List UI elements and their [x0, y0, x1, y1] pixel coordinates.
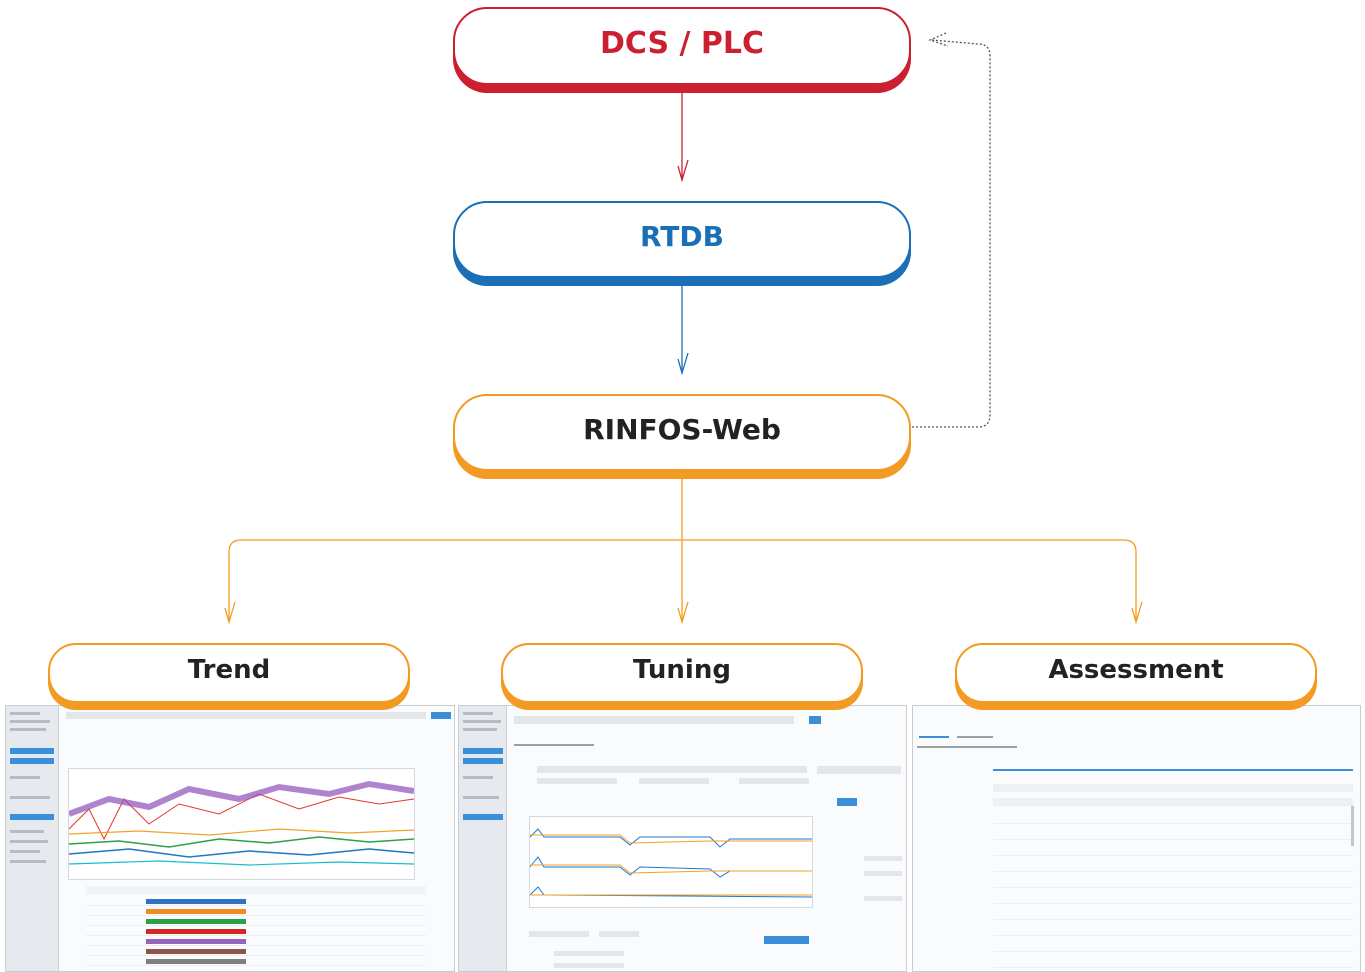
- assessment-node: Assessment: [955, 643, 1317, 703]
- rtdb-to-rinfos-arrow: [677, 352, 689, 376]
- tuning-sidebar: [459, 706, 507, 971]
- tuning-arrow: [677, 601, 689, 625]
- assessment-label: Assessment: [1048, 655, 1224, 685]
- trend-chart: [67, 768, 415, 880]
- tuning-label: Tuning: [633, 655, 731, 685]
- rtdb-label: RTDB: [640, 220, 724, 253]
- trend-arrow: [224, 601, 236, 625]
- rtdb-node: RTDB: [453, 201, 911, 278]
- trend-label: Trend: [187, 655, 271, 685]
- trend-screenshot: [5, 705, 455, 972]
- tuning-node: Tuning: [501, 643, 863, 703]
- dcs-to-rtdb-arrow: [677, 159, 689, 183]
- feedback-arrowhead: [928, 32, 949, 47]
- tuning-screenshot: [458, 705, 907, 972]
- assessment-arrow: [1131, 601, 1143, 625]
- trend-sidebar: [6, 706, 59, 971]
- rinfos-web-label: RINFOS-Web: [583, 413, 781, 446]
- feedback-dotted-line: [912, 39, 991, 428]
- dcs-plc-node: DCS / PLC: [453, 7, 911, 85]
- tuning-chart: [529, 816, 813, 908]
- assessment-screenshot: [912, 705, 1361, 972]
- dcs-plc-label: DCS / PLC: [599, 25, 765, 61]
- rinfos-web-node: RINFOS-Web: [453, 394, 911, 471]
- trend-node: Trend: [48, 643, 410, 703]
- module-branch-line: [228, 539, 1137, 622]
